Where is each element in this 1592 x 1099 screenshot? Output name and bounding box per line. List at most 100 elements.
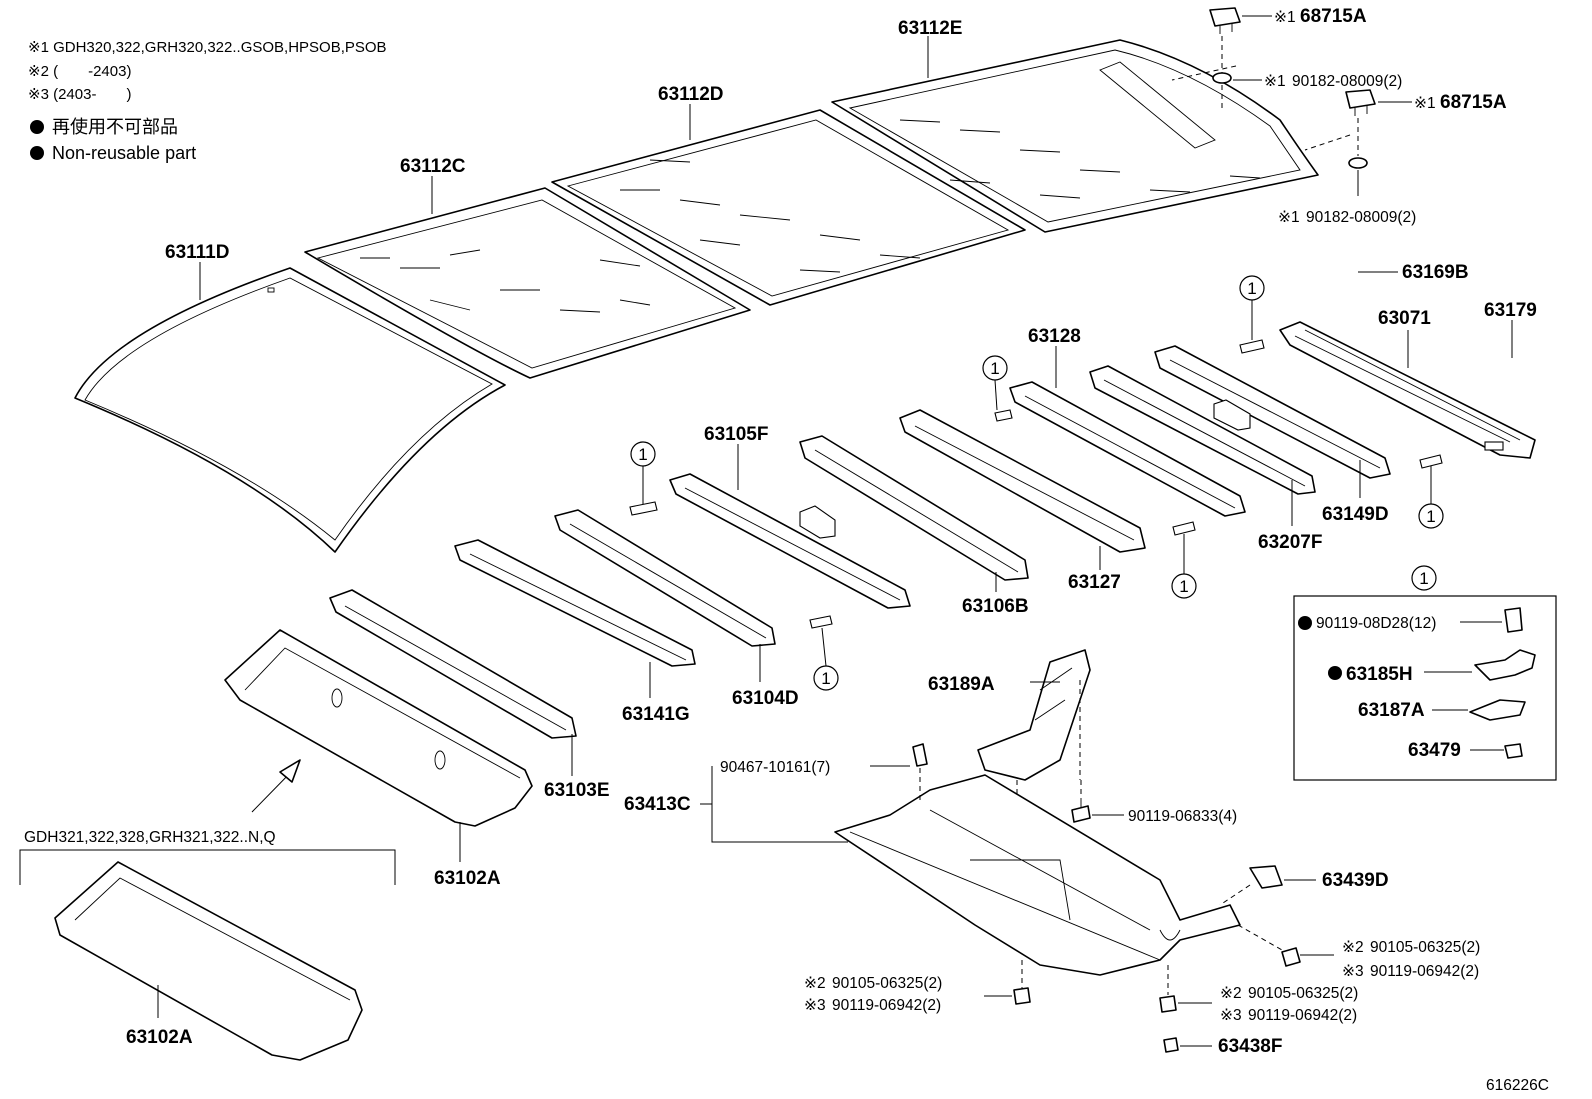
bolt-90105-right [1237, 924, 1301, 967]
roof-panel-63111D [74, 267, 506, 553]
label-63105F: 63105F [704, 424, 768, 445]
bolt-90105-center [1013, 960, 1031, 1005]
bracket-63185H-icon [1474, 649, 1536, 681]
label-90105-center: 90105-06325(2) [832, 975, 942, 992]
label-63169B: 63169B [1402, 262, 1469, 283]
clip-90467 [912, 743, 928, 800]
bow-63207F [1089, 365, 1316, 495]
mark-3: ※3 [1342, 963, 1364, 980]
label-63102A-variant: 63102A [126, 1027, 193, 1048]
label-90467: 90467-10161(7) [720, 759, 830, 776]
label-63479: 63479 [1408, 740, 1461, 761]
svg-text:1: 1 [1426, 507, 1435, 526]
non-reusable-bullet-icon [1328, 666, 1342, 680]
non-reusable-bullet-icon [30, 120, 44, 134]
bracket-63187A-icon [1469, 699, 1526, 721]
label-63128: 63128 [1028, 326, 1081, 347]
ref-circles: 1 1 1 1 1 1 1 [630, 275, 1444, 691]
clip-1-markers [629, 339, 1443, 629]
bow-63106B [799, 435, 1029, 581]
svg-text:1: 1 [1179, 577, 1188, 596]
notes-block: ※1 GDH320,322,GRH320,322..GSOB,HPSOB,PSO… [28, 39, 387, 163]
label-63207F: 63207F [1258, 532, 1322, 553]
label-90119-center: 90119-06942(2) [832, 997, 941, 1014]
label-63179: 63179 [1484, 300, 1537, 321]
ref-circle-1: 1 [813, 627, 839, 691]
roof-panel-63112C [304, 187, 751, 379]
label-63112E: 63112E [898, 18, 962, 39]
reinforcement-63413C [834, 774, 1241, 976]
clip-68715A-upper [1209, 7, 1241, 76]
header-63102A [224, 629, 533, 827]
label-63439D: 63439D [1322, 870, 1389, 891]
label-90119-08D28: 90119-08D28(12) [1316, 615, 1436, 632]
ref-circle-1: 1 [982, 355, 1008, 411]
label-90119-lower: 90119-06942(2) [1248, 1007, 1357, 1024]
label-63102A: 63102A [434, 868, 501, 889]
bracket-63189A [977, 649, 1091, 850]
svg-text:1: 1 [990, 359, 999, 378]
clip-63479-icon [1504, 743, 1523, 759]
label-68715A-lower: 68715A [1440, 92, 1507, 113]
label-63185H: 63185H [1346, 664, 1413, 685]
label-63438F: 63438F [1218, 1036, 1282, 1057]
bolt-90105-lower [1159, 965, 1177, 1013]
svg-text:1: 1 [638, 445, 647, 464]
note-line-3: ※3 (2403- ) [28, 86, 131, 103]
mark-2: ※2 [1342, 939, 1364, 956]
label-63149D: 63149D [1322, 504, 1389, 525]
legend-en: Non-reusable part [52, 143, 196, 163]
label-63112D: 63112D [658, 84, 724, 105]
mark-3: ※3 [1220, 1007, 1242, 1024]
bow-63149D [1154, 345, 1391, 479]
ref-circle-1: 1 [1418, 466, 1444, 529]
bow-63141G [454, 539, 696, 667]
note-line-2: ※2 ( -2403) [28, 63, 131, 80]
label-63112C: 63112C [400, 156, 466, 177]
diagram-id: 616226C [1486, 1077, 1549, 1094]
ref-circle-1: 1 [1239, 275, 1265, 340]
ref-circle-1: 1 [1171, 534, 1197, 599]
mark-1: ※1 [1278, 209, 1300, 226]
variant-label: GDH321,322,328,GRH321,322..N,Q [24, 829, 276, 846]
legend-jp: 再使用不可部品 [52, 117, 178, 137]
svg-text:1: 1 [1247, 279, 1256, 298]
label-90182-lower: 90182-08009(2) [1306, 209, 1416, 226]
bow-63127 [1009, 381, 1246, 517]
svg-text:1: 1 [1419, 569, 1428, 588]
leader-lines [157, 15, 1513, 1047]
non-reusable-bullet-icon [1298, 616, 1312, 630]
roof-panel-63112D [551, 109, 1026, 306]
direction-arrow-icon [251, 759, 301, 813]
non-reusable-bullet-icon [30, 146, 44, 160]
ref-circle-1: 1 [1411, 565, 1437, 591]
label-90105-right: 90105-06325(2) [1370, 939, 1480, 956]
note-line-1: ※1 GDH320,322,GRH320,322..GSOB,HPSOB,PSO… [28, 39, 387, 56]
variant-box: GDH321,322,328,GRH321,322..N,Q [19, 829, 396, 1061]
nut-90182-upper [1212, 72, 1232, 108]
label-90119-right: 90119-06942(2) [1370, 963, 1479, 980]
label-90119-06833: 90119-06833(4) [1128, 808, 1237, 825]
bow-63105F [669, 473, 911, 609]
ref-circle-1: 1 [630, 441, 656, 504]
label-63413C: 63413C [624, 794, 691, 815]
bow-63103E [329, 589, 577, 739]
label-63127: 63127 [1068, 572, 1121, 593]
bolt-90119-08D28-icon [1504, 607, 1523, 633]
svg-text:1: 1 [821, 669, 830, 688]
bow-63128 [899, 409, 1146, 553]
label-63071: 63071 [1378, 308, 1431, 329]
mark-3: ※3 [804, 997, 826, 1014]
clip-63438F [1163, 1037, 1179, 1053]
label-90182-upper: 90182-08009(2) [1292, 73, 1402, 90]
label-63141G: 63141G [622, 704, 690, 725]
label-63104D: 63104D [732, 688, 799, 709]
mark-2: ※2 [1220, 985, 1242, 1002]
label-63111D: 63111D [165, 242, 229, 263]
mark-2: ※2 [804, 975, 826, 992]
bow-63104D [554, 509, 776, 647]
mark-1: ※1 [1264, 73, 1286, 90]
bow-63071 [1279, 321, 1536, 459]
